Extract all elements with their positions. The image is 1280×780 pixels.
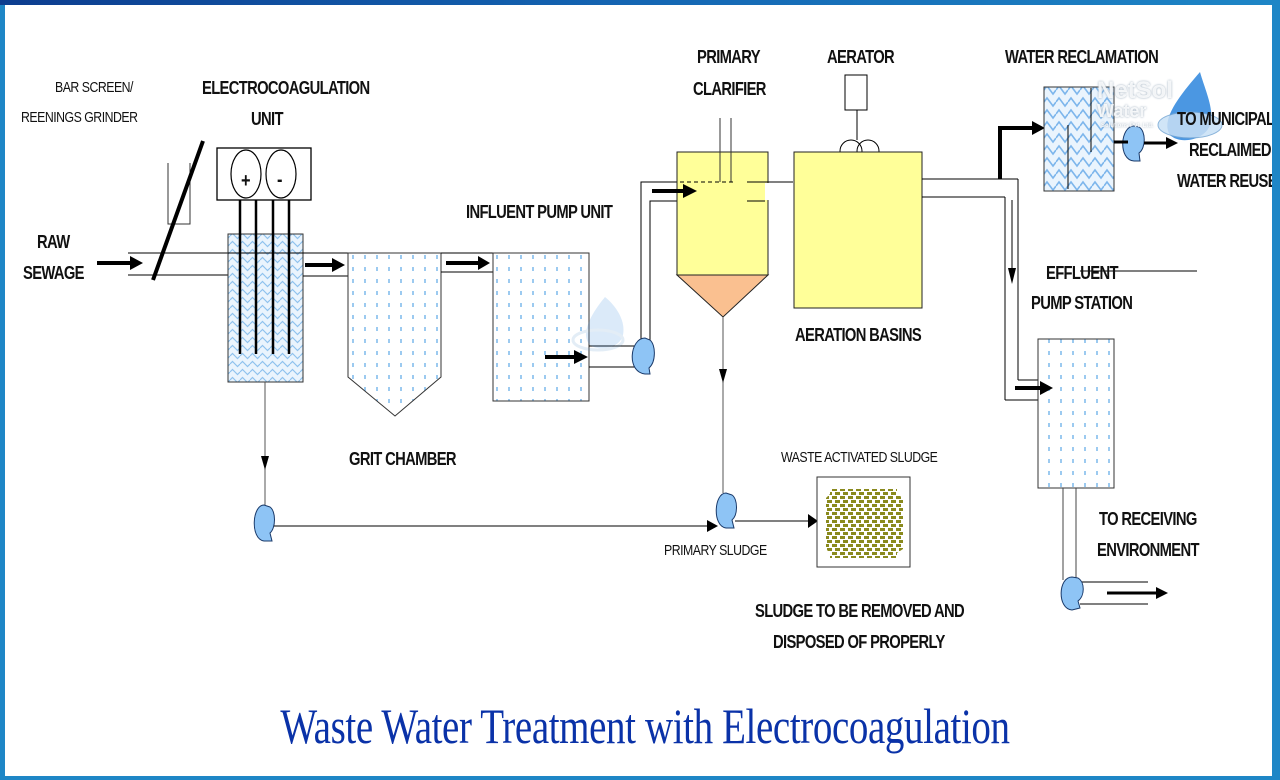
- pump-electro-sludge: [253, 504, 275, 542]
- label-to-receiving: TO RECEIVING: [1099, 509, 1197, 529]
- arrow-to-municipal: [1144, 137, 1178, 149]
- minus-terminal: -: [277, 169, 282, 191]
- watermark-brand: NetSol: [1097, 77, 1174, 104]
- raw-sewage-pipe: [128, 252, 228, 276]
- diagram-canvas: BAR SCREEN/ REENINGS GRINDER ELECTROCOAG…: [5, 5, 1272, 776]
- bar-screen: [151, 140, 205, 281]
- pipe-electro-to-grit: [303, 252, 350, 277]
- pump-influent: [631, 337, 655, 375]
- label-waste-activated-sludge: WASTE ACTIVATED SLUDGE: [781, 449, 938, 466]
- label-influent-pump-unit: INFLUENT PUMP UNIT: [466, 202, 613, 222]
- waste-activated-sludge-bin: [816, 476, 911, 568]
- sludge-line-to-waste: [735, 514, 818, 528]
- label-sewage: SEWAGE: [23, 263, 85, 283]
- arrow-raw-sewage: [97, 256, 143, 270]
- influent-pump-tank: [492, 252, 590, 402]
- label-grit-chamber: GRIT CHAMBER: [349, 449, 457, 469]
- label-sludge-removed: SLUDGE TO BE REMOVED AND: [755, 601, 965, 621]
- arrow-into-clarifier: [652, 184, 697, 198]
- netsol-logo-watermark: [1157, 72, 1223, 141]
- arrow-to-receiving: [1107, 587, 1168, 599]
- label-electrocoagulation: ELECTROCOAGULATION: [202, 78, 370, 98]
- sludge-line-primary: [274, 317, 727, 532]
- grit-chamber: [347, 252, 442, 417]
- netsol-logo-faint: [571, 297, 625, 352]
- label-primary-sludge: PRIMARY SLUDGE: [664, 542, 767, 559]
- electrocoagulation-tank: [227, 200, 304, 383]
- pipe-effluent-down: [1062, 488, 1148, 605]
- aerator: [839, 74, 880, 163]
- label-bar-screen-line2: REENINGS GRINDER: [21, 109, 138, 126]
- arrow-to-reclamation: [998, 121, 1045, 179]
- pump-effluent: [1060, 576, 1084, 611]
- pump-reclamation: [1122, 125, 1145, 162]
- effluent-tank: [1037, 338, 1115, 489]
- arrow-influent-out: [545, 350, 588, 364]
- label-bar-screen-line1: BAR SCREEN/: [55, 79, 133, 96]
- label-disposed-properly: DISPOSED OF PROPERLY: [773, 632, 945, 652]
- label-aeration-basins: AERATION BASINS: [795, 325, 922, 345]
- label-water-reclamation: WATER RECLAMATION: [1005, 47, 1159, 67]
- watermark-tagline: Solutions Pvt. Ltd.: [1101, 123, 1154, 129]
- process-flow-diagram: [97, 72, 1223, 611]
- label-clarifier: CLARIFIER: [693, 79, 766, 99]
- label-water-reuse: WATER REUSE: [1177, 171, 1272, 191]
- label-pump-station: PUMP STATION: [1031, 293, 1133, 313]
- arrow-into-effluent: [1015, 381, 1053, 395]
- label-environment: ENVIRONMENT: [1097, 540, 1200, 560]
- plus-terminal: +: [241, 170, 251, 192]
- watermark-brand-water: Water: [1097, 101, 1147, 121]
- diagram-title: Waste Water Treatment with Electrocoagul…: [280, 698, 1010, 754]
- label-effluent: EFFLUENT: [1046, 263, 1118, 283]
- label-reclaimed: RECLAIMED: [1189, 140, 1272, 160]
- label-raw: RAW: [37, 232, 70, 252]
- sludge-line-electro: [261, 382, 269, 505]
- aeration-basin: [793, 151, 923, 309]
- label-aerator: AERATOR: [827, 47, 895, 67]
- label-to-municipal: TO MUNICIPAL: [1177, 109, 1272, 129]
- electrocoagulation-power-box: [216, 147, 312, 201]
- top-border: [0, 0, 1280, 5]
- water-reclamation-tank: [1043, 86, 1115, 192]
- pipe-grit-to-influent: [441, 252, 493, 273]
- pump-primary-sludge: [715, 492, 737, 529]
- label-primary: PRIMARY: [697, 47, 761, 67]
- label-electrocoagulation-unit: UNIT: [251, 109, 283, 129]
- pipe-aeration-out: [922, 178, 1040, 401]
- primary-clarifier: [675, 118, 793, 318]
